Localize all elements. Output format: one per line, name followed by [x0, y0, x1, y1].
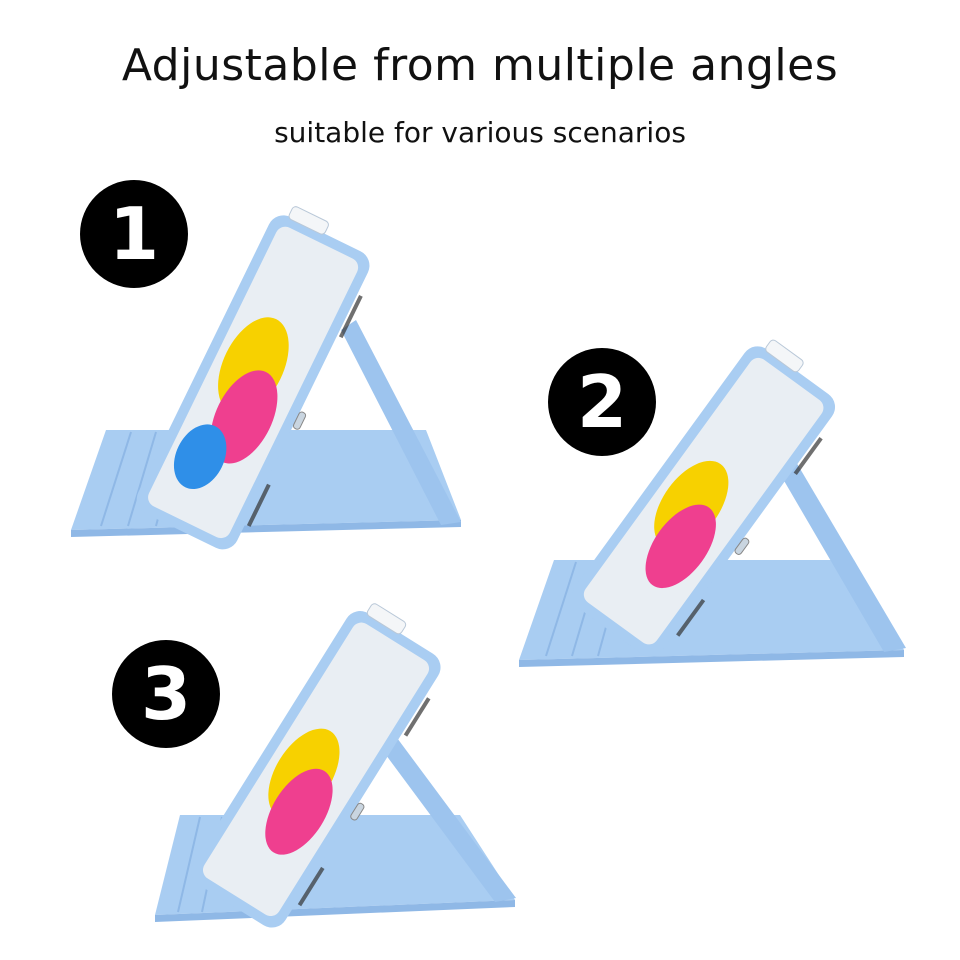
tablet-stand-angle-3-illustration [155, 603, 516, 928]
speaker-grille [403, 697, 431, 737]
wallpaper-pink-shape [645, 504, 716, 589]
stand-support-panel [360, 715, 516, 902]
pencil-holder [288, 206, 329, 235]
wallpaper-blue-shape [173, 424, 227, 490]
page-subtitle: suitable for various scenarios [274, 116, 686, 149]
angle-2-badge: 2 [548, 348, 656, 456]
usb-c-port [734, 537, 750, 555]
angle-1-badge: 1 [80, 180, 188, 288]
wallpaper-pink-shape [210, 370, 278, 464]
page-title: Adjustable from multiple angles [121, 40, 839, 91]
usb-c-port [292, 411, 307, 430]
pencil-holder [366, 603, 407, 635]
speaker-grille [338, 295, 363, 339]
stand-support-panel [341, 320, 461, 525]
wallpaper-pink-shape [265, 768, 333, 855]
angle-3-badge: 3 [112, 640, 220, 748]
speaker-grille [793, 437, 823, 475]
tablet-stand-angle-2-illustration [519, 339, 906, 667]
stand-support-panel [769, 450, 906, 652]
usb-c-port [350, 802, 365, 821]
pencil-holder [765, 339, 804, 373]
tablet-stand-angle-1-illustration [71, 206, 461, 550]
